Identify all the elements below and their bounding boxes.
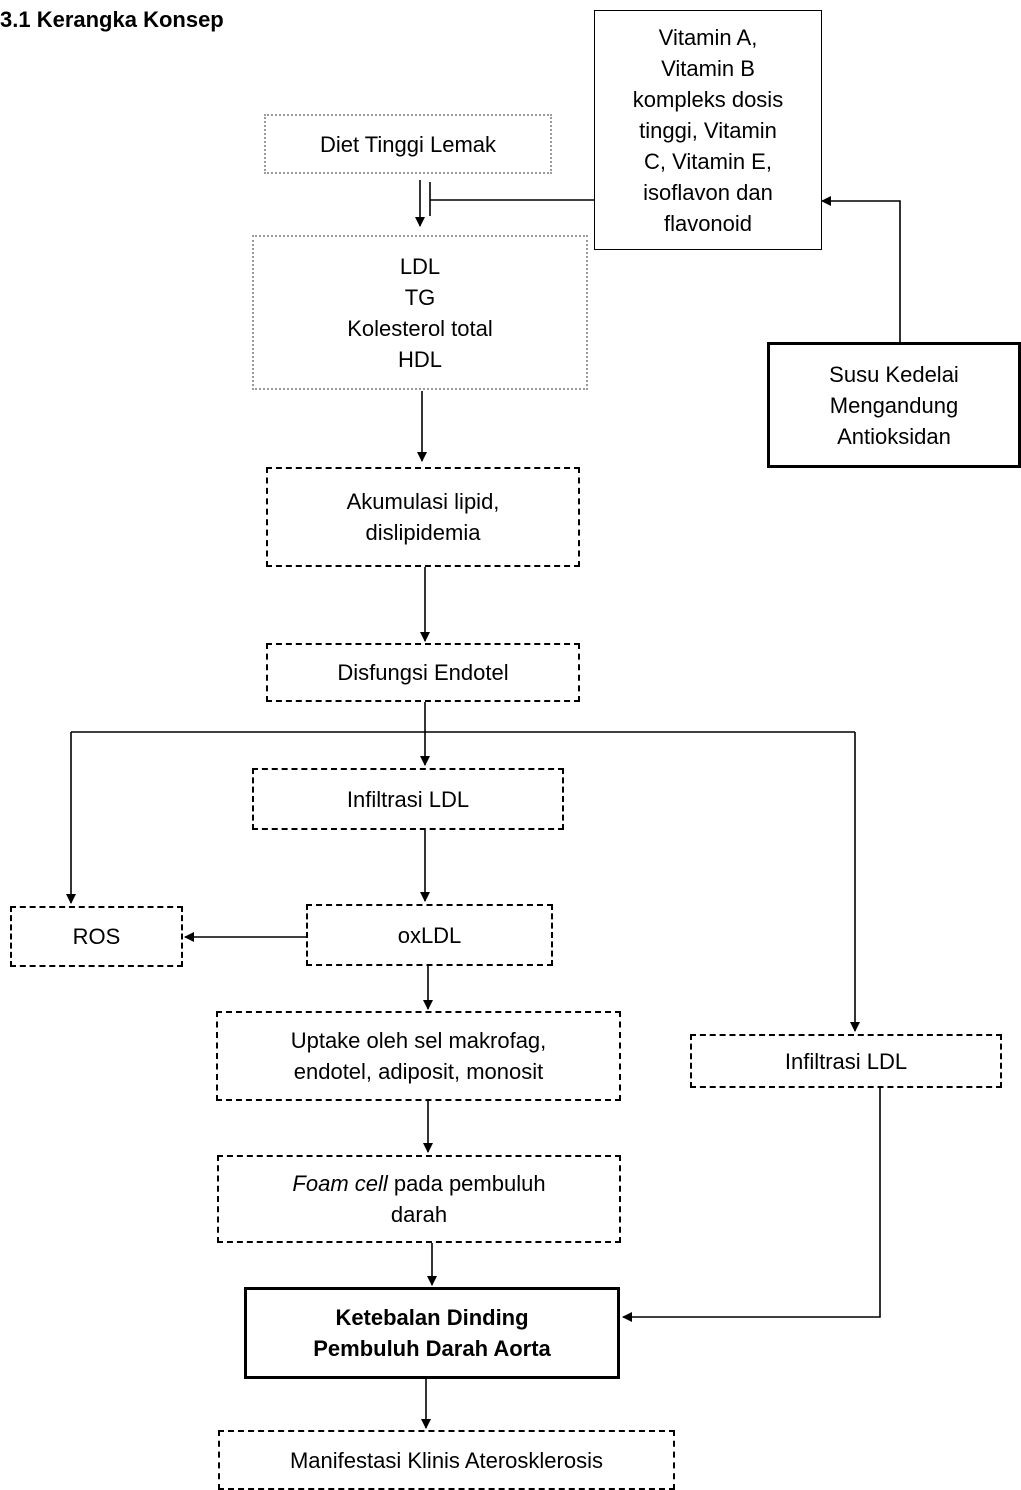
node-label-line: kompleks dosis [632, 86, 784, 112]
node-label: Infiltrasi LDL [784, 1048, 908, 1074]
node-label-line: Pembuluh Darah Aorta [313, 1336, 551, 1361]
node-label: Infiltrasi LDL [346, 786, 470, 812]
arrow-soy-to-vitamins [821, 196, 901, 342]
node-oxldl: oxLDL [306, 904, 553, 966]
node-label: Disfungsi Endotel [337, 660, 509, 685]
node-label-line: Mengandung [829, 392, 959, 418]
foam-cell-rest: pada pembuluh [387, 1171, 546, 1196]
node-label-line: tinggi, Vitamin [639, 117, 777, 143]
node-uptake: Uptake oleh sel makrofag, endotel, adipo… [216, 1011, 621, 1101]
node-label-hdl: HDL [397, 346, 442, 372]
node-label-line: flavonoid [663, 210, 753, 236]
node-ros: ROS [10, 906, 183, 967]
node-label-line: isoflavon dan [643, 179, 773, 205]
node-label-line: Akumulasi lipid, [346, 489, 500, 514]
node-label: Diet Tinggi Lemak [319, 131, 497, 157]
arrow-infiltrasi-right-to-ketebalan [622, 1088, 881, 1322]
node-disfungsi-endotel: Disfungsi Endotel [266, 643, 580, 702]
section-title: 3.1 Kerangka Konsep [0, 7, 224, 32]
node-vitamins: Vitamin A, Vitamin B kompleks dosis ting… [594, 10, 822, 250]
node-label-kolesterol-total: Kolesterol total [347, 315, 493, 341]
node-label-tg: TG [404, 284, 436, 310]
node-label-line: endotel, adiposit, monosit [293, 1059, 544, 1084]
node-label-line: darah [390, 1202, 448, 1227]
node-label-ldl: LDL [399, 253, 441, 279]
node-label-line: Foam cell pada pembuluh [292, 1168, 545, 1199]
node-infiltrasi-ldl-right: Infiltrasi LDL [690, 1034, 1002, 1088]
node-diet-tinggi-lemak: Diet Tinggi Lemak [264, 114, 552, 174]
node-label: ROS [72, 924, 121, 949]
foam-cell-italic: Foam cell [292, 1171, 388, 1196]
node-lipid-profile: LDL TG Kolesterol total HDL [252, 235, 588, 390]
node-foam-cell: Foam cell pada pembuluh darah [217, 1155, 621, 1243]
node-label-line: Ketebalan Dinding [335, 1305, 529, 1330]
node-infiltrasi-ldl-center: Infiltrasi LDL [252, 768, 564, 830]
node-akumulasi-lipid: Akumulasi lipid, dislipidemia [266, 467, 580, 567]
node-label-line: Susu Kedelai [829, 361, 959, 387]
node-ketebalan-dinding: Ketebalan Dinding Pembuluh Darah Aorta [244, 1287, 620, 1379]
node-label-line: Antioksidan [837, 423, 951, 449]
node-susu-kedelai: Susu Kedelai Mengandung Antioksidan [767, 342, 1021, 468]
node-manifestasi-klinis: Manifestasi Klinis Aterosklerosis [218, 1430, 675, 1490]
node-label-line: Vitamin A, [658, 24, 758, 50]
node-label: oxLDL [397, 922, 462, 948]
node-label-line: dislipidemia [365, 520, 481, 545]
node-label: Manifestasi Klinis Aterosklerosis [289, 1447, 603, 1473]
node-label-line: Vitamin B [661, 55, 755, 81]
node-label-line: Uptake oleh sel makrofag, [290, 1028, 547, 1053]
node-label-line: C, Vitamin E, [644, 148, 772, 174]
